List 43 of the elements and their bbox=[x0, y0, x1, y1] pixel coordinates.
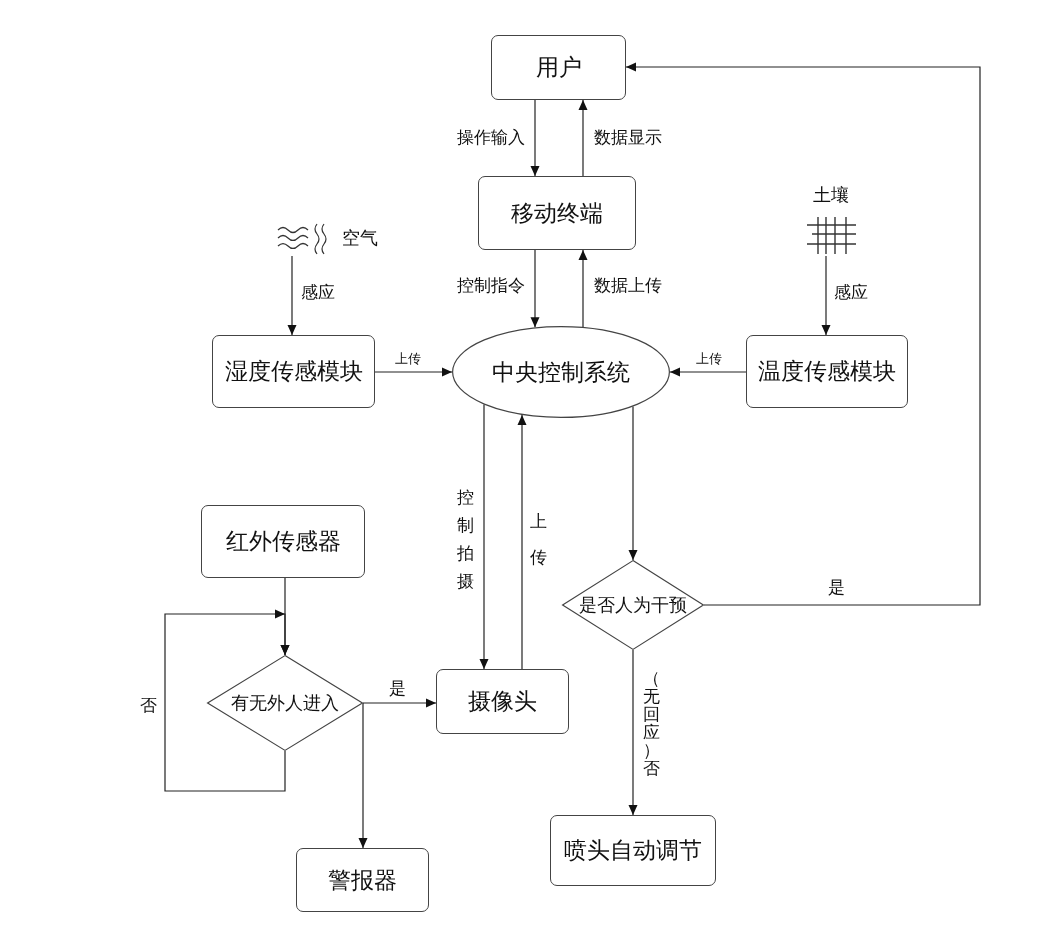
decision-diamond: 有无外人进入 bbox=[207, 655, 363, 751]
arrow bbox=[625, 62, 981, 606]
process-box: 移动终端 bbox=[478, 176, 636, 250]
arrow bbox=[669, 367, 747, 377]
edge-label: 是 bbox=[827, 578, 845, 598]
edge-label: 数据显示 bbox=[594, 128, 662, 148]
decision-diamond: 是否人为干预 bbox=[562, 560, 704, 650]
icon-caption: 土壤 bbox=[813, 184, 849, 206]
edge-label: 否 bbox=[139, 696, 157, 716]
ellipse-node: 中央控制系统 bbox=[452, 326, 670, 418]
process-box: 摄像头 bbox=[436, 669, 569, 734]
process-box: 用户 bbox=[491, 35, 626, 100]
arrow bbox=[287, 255, 297, 336]
edge-label: 感应 bbox=[834, 283, 868, 303]
edge-label: 上传 bbox=[395, 351, 421, 367]
edge-label: 上传 bbox=[696, 351, 722, 367]
process-box: 喷头自动调节 bbox=[550, 815, 716, 886]
icon-caption: 空气 bbox=[342, 227, 378, 249]
edge-label: 控制指令 bbox=[457, 276, 525, 296]
arrow bbox=[578, 99, 588, 177]
arrow bbox=[517, 414, 527, 670]
edge-label: （无回应）否 bbox=[642, 670, 660, 778]
arrow bbox=[362, 698, 437, 708]
grid-icon bbox=[806, 216, 857, 256]
process-box: 湿度传感模块 bbox=[212, 335, 375, 408]
process-box: 温度传感模块 bbox=[746, 335, 908, 408]
arrow bbox=[530, 99, 540, 177]
edge-label: 感应 bbox=[301, 283, 335, 303]
arrow bbox=[530, 249, 540, 328]
edge-label: 数据上传 bbox=[594, 276, 662, 296]
arrow bbox=[821, 255, 831, 336]
arrow bbox=[628, 649, 638, 816]
arrow bbox=[374, 367, 453, 377]
arrow bbox=[479, 404, 489, 670]
process-box: 红外传感器 bbox=[201, 505, 365, 578]
arrow bbox=[578, 249, 588, 328]
edge-label: 是 bbox=[388, 679, 406, 699]
process-box: 警报器 bbox=[296, 848, 429, 912]
waves-icon bbox=[277, 222, 329, 256]
arrow bbox=[164, 609, 290, 792]
edge-label: 操作输入 bbox=[457, 128, 525, 148]
arrow bbox=[628, 405, 638, 561]
arrow bbox=[358, 702, 368, 849]
